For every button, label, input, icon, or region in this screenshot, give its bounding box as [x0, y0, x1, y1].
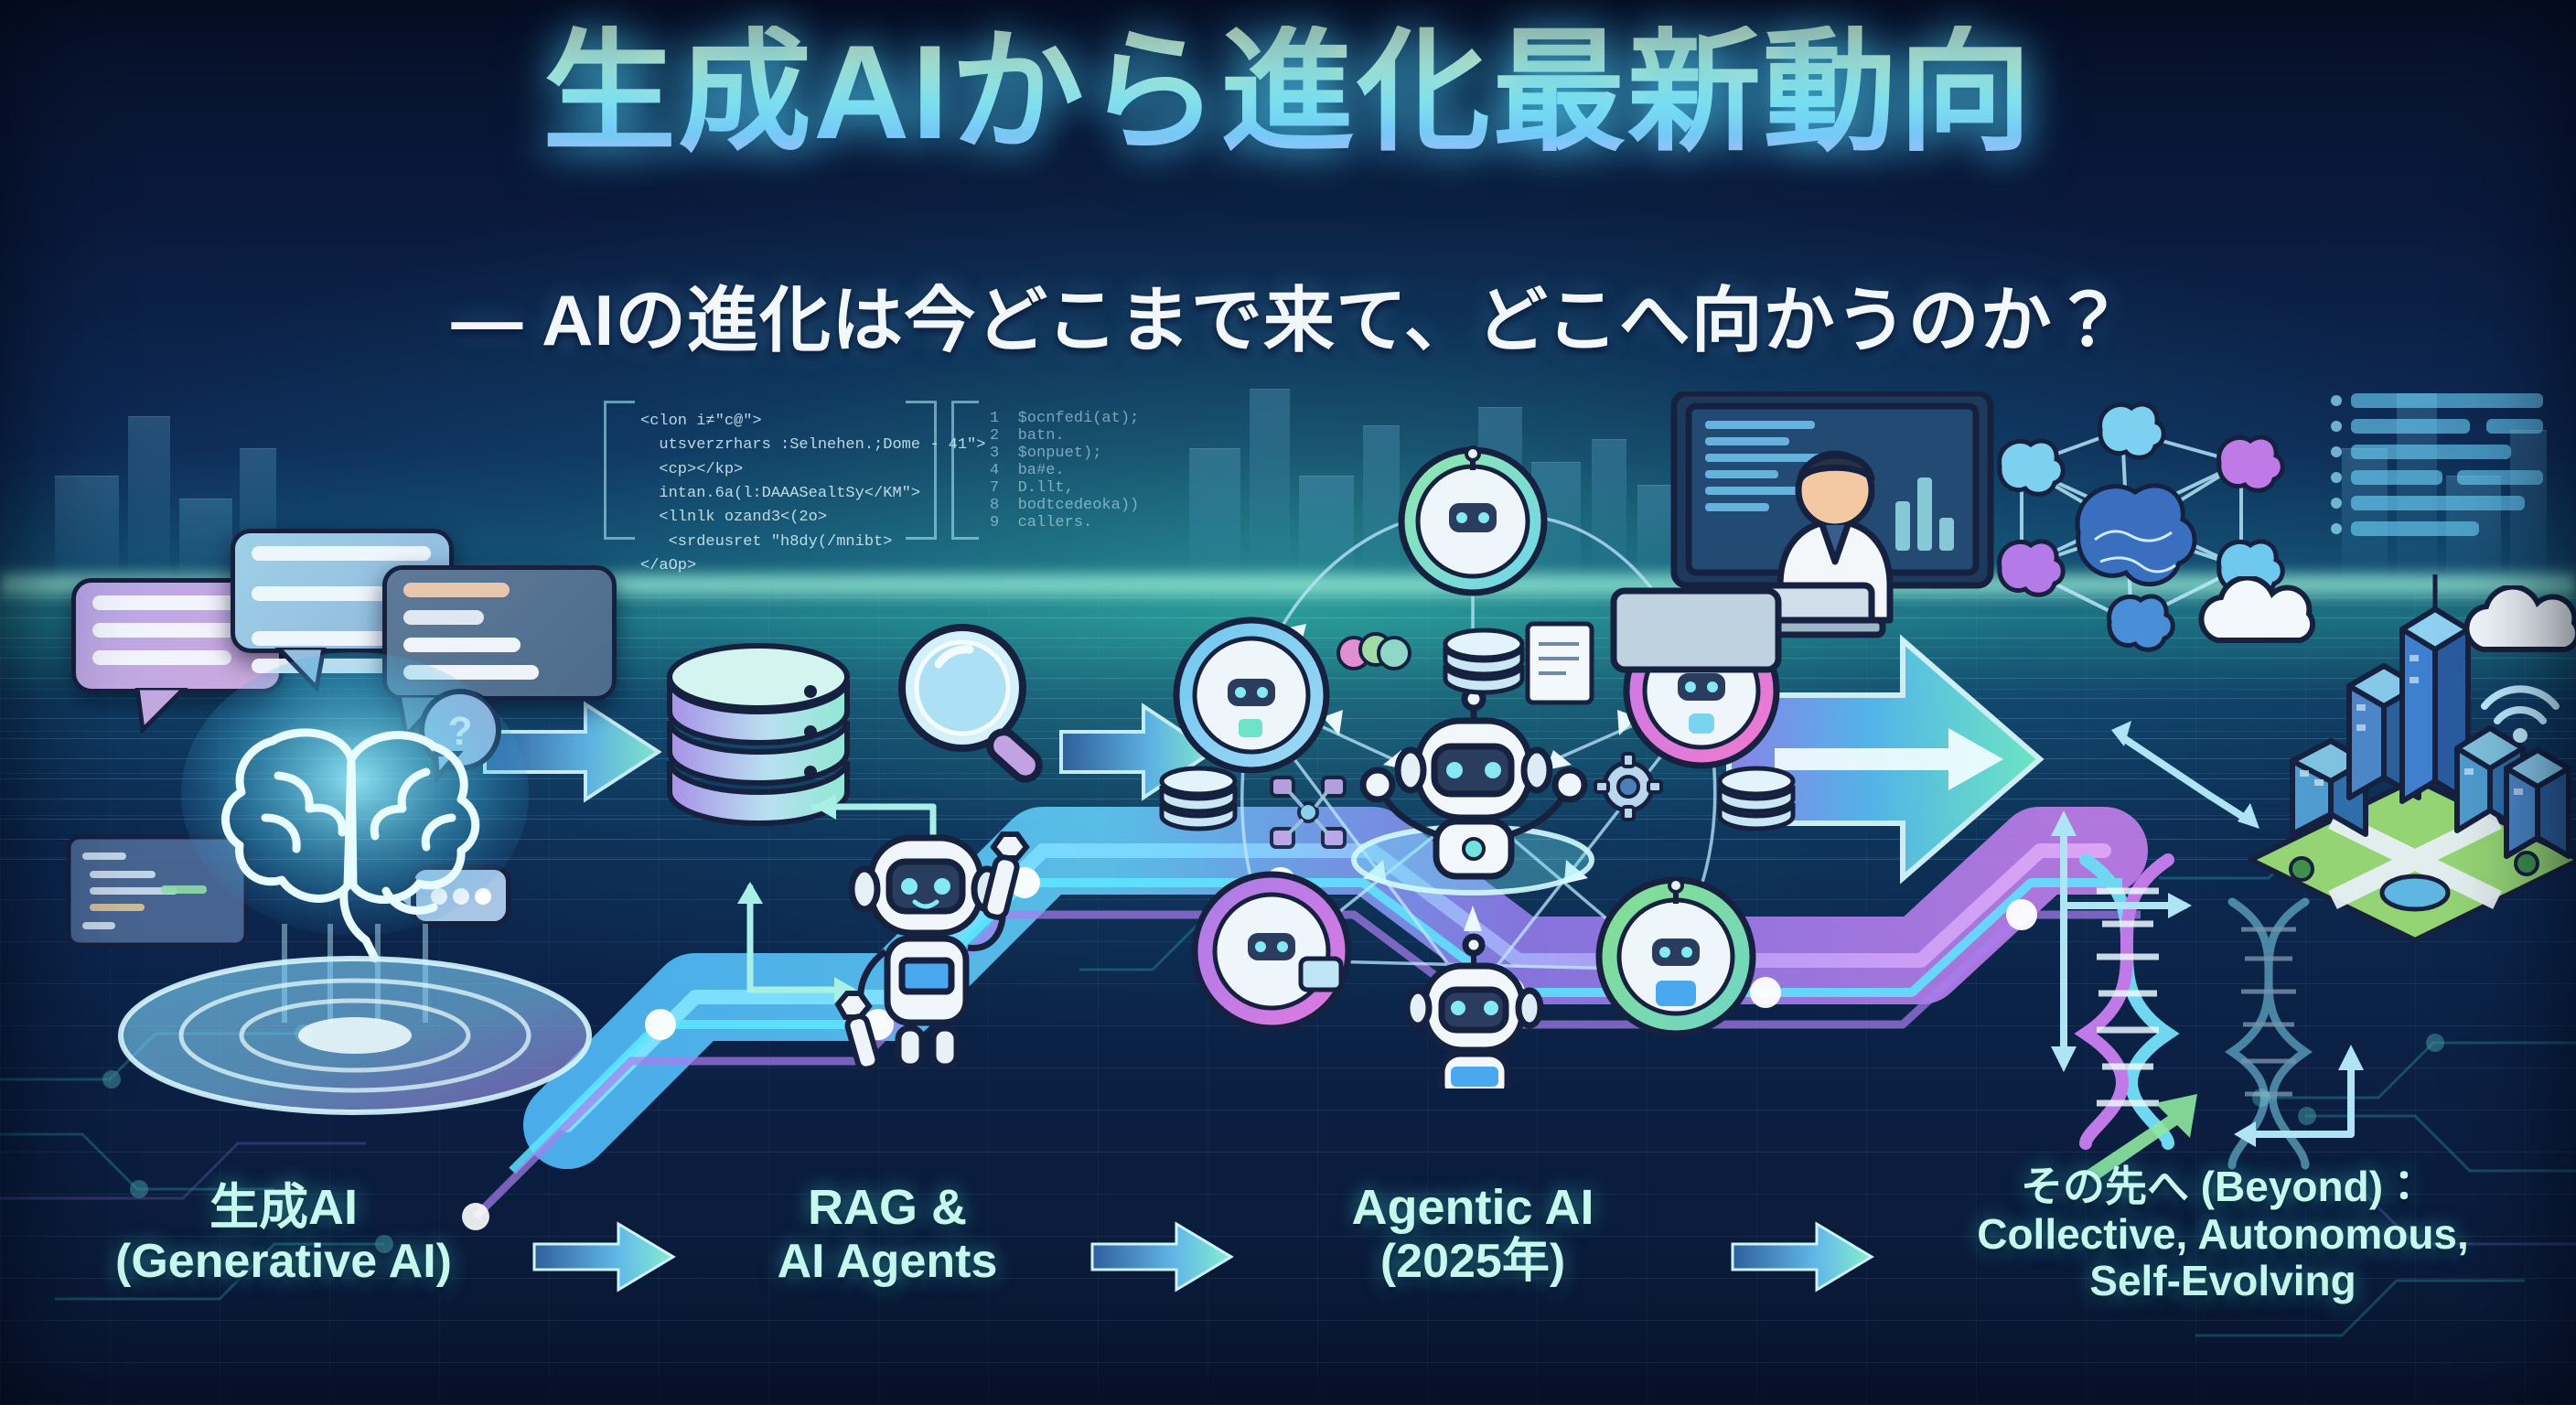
code-panel-right: 1 $ocnfedi(at); 2 batn. 3 $onpuet); 4 ba… [990, 410, 1140, 531]
stage-label-beyond[interactable]: その先へ (Beyond)： Collective, Autonomous, S… [1884, 1163, 2561, 1305]
stage-label-en: (2025年) [1379, 1235, 1566, 1289]
stage-label-rag-ai-agents[interactable]: RAG & AI Agents [677, 1180, 1098, 1289]
data-panel-icon [2331, 393, 2543, 536]
cloud-icon [2198, 576, 2316, 643]
arrow-right-icon [1731, 1221, 1874, 1292]
document-icon [1525, 621, 1594, 705]
stage-label-en: Collective, Autonomous, [1977, 1209, 2469, 1258]
code-bracket-left-2 [951, 401, 979, 540]
smart-city-icon [2248, 574, 2576, 943]
database-stack-icon [667, 643, 850, 826]
stage-label-generative-ai[interactable]: 生成AI (Generative AI) [46, 1180, 521, 1289]
stage-label-en: (Generative AI) [115, 1235, 452, 1289]
page-title: 生成AIから進化最新動向 [0, 26, 2576, 159]
stage-label-en: AI Agents [777, 1235, 998, 1289]
code-bracket-right [906, 401, 937, 540]
gear-icon [1594, 752, 1663, 821]
page-subtitle: — AIの進化は今どこまで来て、どこへ向かうのか？ [451, 280, 2125, 360]
wifi-icon [2481, 685, 2560, 743]
beyond-connector-arrows [2051, 721, 2364, 1182]
code-panel-left: <clon i≠"c@"> utsverzrhars :Selnehen.;Do… [640, 413, 986, 575]
brain-network-icon [1997, 402, 2285, 652]
arrow-right-icon [1090, 1221, 1234, 1292]
cloud-icon [2463, 585, 2576, 652]
dna-helix-icon [2074, 853, 2180, 1150]
stage-label-jp: 生成AI [209, 1180, 358, 1235]
stage-label-jp: RAG & [808, 1180, 967, 1235]
stage-label-en2: Self-Evolving [2089, 1257, 2356, 1305]
stage-label-agentic-ai[interactable]: Agentic AI (2025年) [1244, 1180, 1701, 1289]
arrow-right-icon [532, 1221, 676, 1292]
magnifying-glass-icon [898, 624, 1043, 783]
timeline-label-row: 生成AI (Generative AI) RAG & AI Agents Age… [0, 1163, 2576, 1374]
chat-bubble-tail [134, 688, 188, 734]
stage-label-jp: Agentic AI [1351, 1180, 1594, 1235]
agentic-network-icon [1159, 445, 1796, 1089]
hologram-platform-icon [118, 924, 592, 1115]
human-operator-icon [1610, 391, 1994, 673]
brain-hologram-icon [181, 652, 529, 963]
code-bracket-left [604, 401, 635, 540]
robot-with-wrench-icon [834, 831, 1030, 1072]
stage-label-jp: その先へ (Beyond)： [2020, 1163, 2426, 1210]
